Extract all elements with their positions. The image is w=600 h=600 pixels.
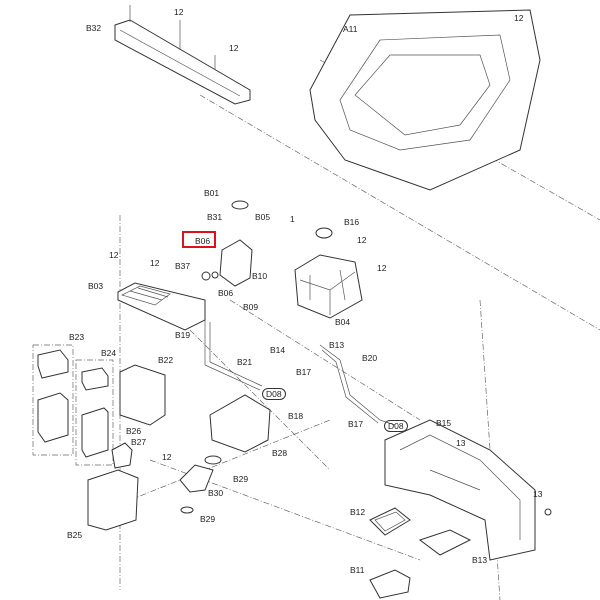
part-b01 [231,200,249,210]
part-b06-valve [219,239,253,287]
part-label-b21: B21 [237,357,253,367]
part-label-b13: B13 [472,555,488,565]
part-label-d08: D08 [262,388,286,400]
part-label-b31: B31 [207,212,223,222]
part-label-a11: A11 [343,24,358,34]
part-label-12: 12 [514,13,524,23]
part-label-12: 12 [162,452,172,462]
part-label-b32: B32 [86,23,102,33]
part-label-b29: B29 [233,474,249,484]
part-label-d08: D08 [384,420,408,432]
part-label-b01: B01 [204,188,220,198]
part-label-b05: B05 [255,212,271,222]
part-a11-top-cover [309,9,541,191]
part-label-b26: B26 [126,426,142,436]
part-label-13: 13 [456,438,466,448]
part-label-b27: B27 [131,437,147,447]
part-b03-tray [117,282,206,331]
part-label-b17: B17 [348,419,364,429]
part-label-b10: B10 [252,271,268,281]
part-b20-hose [319,344,396,426]
part-b22-box [119,364,166,426]
part-label-12: 12 [357,235,367,245]
part-label-b06: B06 [218,288,234,298]
part-label-b30: B30 [208,488,224,498]
part-label-b23: B23 [69,332,85,342]
part-label-b12: B12 [350,507,366,517]
part-b32-rail [114,19,251,105]
part-label-b13: B13 [329,340,345,350]
highlight-box-b06 [182,231,216,248]
part-b15-frame [384,419,536,561]
part-label-12: 12 [109,250,119,260]
part-label-13: 13 [533,489,543,499]
part-b11 [369,569,411,599]
part-label-b14: B14 [270,345,286,355]
part-label-12: 12 [150,258,160,268]
part-label-12: 12 [377,263,387,273]
part-label-12: 12 [174,7,184,17]
part-label-b17: B17 [296,367,312,377]
part-label-b11: B11 [350,565,365,575]
part-label-b37: B37 [175,261,191,271]
part-label-1: 1 [290,214,295,224]
part-label-b29: B29 [200,514,216,524]
part-label-b24: B24 [101,348,117,358]
part-b28-box [209,394,271,453]
part-label-b15: B15 [436,418,452,428]
part-b21-hose [204,320,263,391]
part-b12-filter [369,507,411,536]
part-label-b25: B25 [67,530,83,540]
part-label-b28: B28 [272,448,288,458]
part-label-12: 12 [229,43,239,53]
part-b16 [315,227,333,239]
part-label-b04: B04 [335,317,351,327]
part-label-b20: B20 [362,353,378,363]
part-label-b19: B19 [175,330,191,340]
part-label-b22: B22 [158,355,174,365]
part-b25-drawer [87,469,139,531]
part-label-b03: B03 [88,281,104,291]
part-b04-unit [294,254,363,319]
part-b30-hose [179,464,214,493]
part-label-b16: B16 [344,217,360,227]
part-label-b09: B09 [243,302,259,312]
part-label-b06: B06 [195,236,211,246]
part-label-b18: B18 [288,411,304,421]
